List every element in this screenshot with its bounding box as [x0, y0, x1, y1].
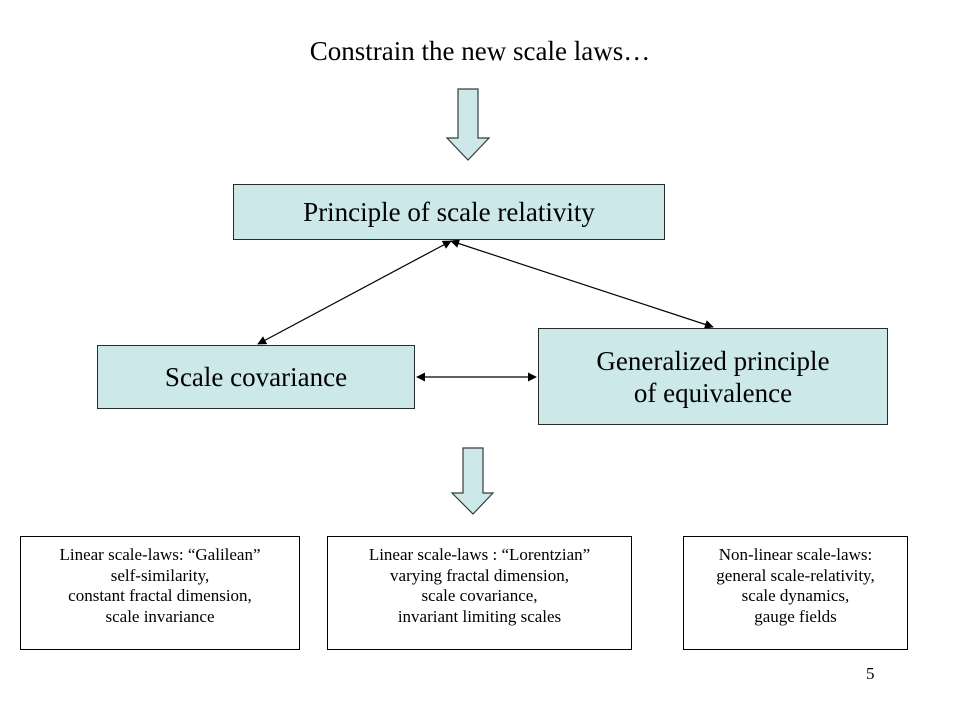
galilean-line-3: constant fractal dimension, [68, 586, 252, 605]
galilean-line-4: scale invariance [105, 606, 215, 626]
equivalence-box: Generalized principle of equivalence [538, 328, 888, 425]
scale-covariance-label: Scale covariance [164, 362, 348, 392]
lorentzian-box: Linear scale-laws : “Lorentzian” varying… [327, 536, 632, 650]
nonlinear-box: Non-linear scale-laws: general scale-rel… [683, 536, 908, 650]
lorentzian-line-4: invariant limiting scales [397, 606, 562, 626]
nonlinear-line-4: gauge fields [754, 606, 837, 626]
nonlinear-line-2: general scale-relativity, [716, 565, 875, 585]
arrow-principle-covariance [257, 240, 452, 345]
nonlinear-line-1: Non-linear scale-laws: [718, 545, 873, 564]
scale-covariance-box: Scale covariance [97, 345, 415, 409]
page-number: 5 [866, 664, 875, 683]
down-arrow-top [445, 88, 491, 161]
down-arrow-bottom [450, 447, 495, 515]
nonlinear-line-3: scale dynamics, [741, 586, 850, 605]
galilean-line-1: Linear scale-laws: “Galilean” [59, 545, 261, 564]
slide-title: Constrain the new scale laws… [309, 36, 651, 66]
lorentzian-line-1: Linear scale-laws : “Lorentzian” [368, 545, 591, 564]
galilean-line-2: self-similarity, [110, 565, 210, 585]
equivalence-label-line-1: Generalized principle [596, 345, 830, 376]
arrow-principle-equivalence [450, 239, 714, 329]
lorentzian-line-3: scale covariance, [421, 586, 538, 605]
lorentzian-line-2: varying fractal dimension, [390, 565, 569, 585]
principle-label: Principle of scale relativity [303, 197, 595, 227]
principle-box: Principle of scale relativity [233, 184, 665, 240]
equivalence-label-line-2: of equivalence [633, 377, 793, 408]
galilean-box: Linear scale-laws: “Galilean” self-simil… [20, 536, 300, 650]
